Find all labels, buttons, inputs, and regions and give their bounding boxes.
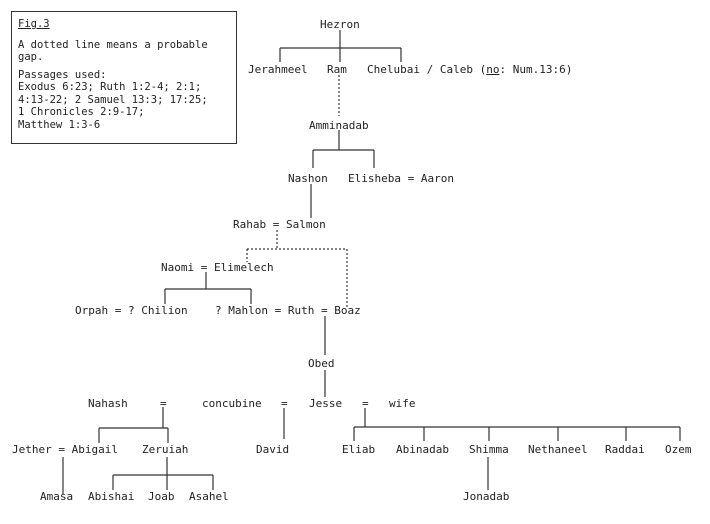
passage-line: Exodus 6:23; Ruth 1:2-4; 2:1; (18, 81, 202, 93)
node-nahash: Nahash (88, 397, 128, 410)
passage-line: 4:13-22; 2 Samuel 13:3; 17:25; (18, 93, 208, 106)
node-chelubai-caleb: Chelubai / Caleb (no: Num.13:6) (367, 63, 572, 76)
node-orpah-chilion: Orpah = ? Chilion (75, 304, 188, 317)
node-mahlon-ruth-boaz: ? Mahlon = Ruth = Boaz (215, 304, 361, 317)
node-jesse: Jesse (309, 397, 343, 410)
node-ram: Ram (327, 63, 347, 76)
node-elisheba-aaron: Elisheba = Aaron (348, 172, 454, 185)
node-ozem: Ozem (665, 443, 692, 456)
node-hezron: Hezron (320, 18, 360, 31)
passages-label: Passages used: (18, 68, 107, 81)
node-shimma: Shimma (469, 443, 509, 456)
num-ref-text: : Num.13:6) (499, 63, 573, 76)
node-amminadab: Amminadab (309, 119, 369, 132)
node-nashon: Nashon (288, 172, 328, 185)
marriage-sign: = (281, 397, 288, 410)
node-raddai: Raddai (605, 443, 645, 456)
node-asahel: Asahel (189, 490, 229, 503)
node-rahab-salmon: Rahab = Salmon (233, 218, 326, 231)
node-jerahmeel: Jerahmeel (248, 63, 308, 76)
marriage-sign: = (160, 397, 167, 410)
node-abishai: Abishai (88, 490, 135, 503)
legend-note: A dotted line means a probable gap. (18, 38, 208, 64)
node-jonadab: Jonadab (463, 490, 510, 503)
node-david: David (256, 443, 290, 456)
node-wife: wife (389, 397, 416, 410)
passage-line: 1 Chronicles 2:9-17; (18, 106, 145, 118)
node-obed: Obed (308, 357, 335, 370)
node-joab: Joab (148, 490, 175, 503)
no-text: no (486, 63, 500, 76)
marriage-sign: = (362, 397, 369, 410)
passage-line: Matthew 1:3-6 (18, 118, 101, 131)
node-amasa: Amasa (40, 490, 74, 503)
node-abinadab: Abinadab (396, 443, 449, 456)
node-concubine: concubine (202, 397, 262, 410)
chelubai-text: Chelubai / Caleb ( (367, 63, 487, 76)
node-nethaneel: Nethaneel (528, 443, 588, 456)
node-jether-abigail: Jether = Abigail (12, 443, 118, 456)
node-naomi-elimelech: Naomi = Elimelech (161, 261, 274, 274)
figure-title: Fig.3 (18, 18, 50, 30)
node-zeruiah: Zeruiah (142, 443, 189, 456)
node-eliab: Eliab (342, 443, 376, 456)
legend-box: Fig.3 A dotted line means a probable gap… (11, 11, 237, 144)
